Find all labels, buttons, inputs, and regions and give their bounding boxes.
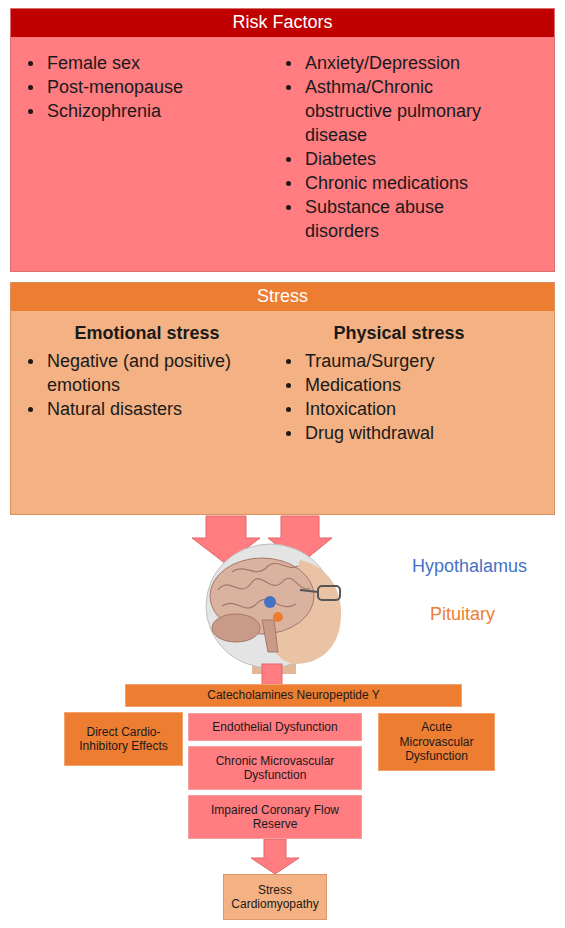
column-heading: Emotional stress xyxy=(25,321,269,345)
list-item: Medications xyxy=(283,373,515,397)
bullet-dot xyxy=(28,109,33,114)
list-item: Female sex xyxy=(25,51,257,75)
list-text: Post-menopause xyxy=(47,75,257,99)
box-label: Catecholamines Neuropeptide Y xyxy=(207,688,380,702)
list-item: Schizophrenia xyxy=(25,99,257,123)
anatomy-label: Pituitary xyxy=(430,604,495,626)
bullet-dot xyxy=(286,61,291,66)
bullet-dot xyxy=(286,407,291,412)
list-item: Anxiety/Depression xyxy=(283,51,515,75)
list-text: Intoxication xyxy=(305,397,515,421)
list-text: Schizophrenia xyxy=(47,99,257,123)
list-item: Chronic medications xyxy=(283,171,515,195)
list-item: Negative (and positive) emotions xyxy=(25,349,269,397)
box-label: Acute Microvascular Dysfunction xyxy=(385,720,488,763)
bullet-dot xyxy=(286,431,291,436)
column-heading: Physical stress xyxy=(283,321,515,345)
list-column: Female sexPost-menopauseSchizophrenia xyxy=(25,51,257,123)
list-text: Substance abuse disorders xyxy=(305,195,515,243)
list-text: Negative (and positive) emotions xyxy=(47,349,269,397)
list-text: Female sex xyxy=(47,51,257,75)
section-band: StressEmotional stressNegative (and posi… xyxy=(10,282,555,515)
list-column: Anxiety/DepressionAsthma/Chronic obstruc… xyxy=(283,51,515,243)
section-header: Risk Factors xyxy=(11,9,554,37)
effect-box: Direct Cardio-Inhibitory Effects xyxy=(64,712,183,766)
list-column: Emotional stressNegative (and positive) … xyxy=(25,321,269,421)
list-item: Drug withdrawal xyxy=(283,421,515,445)
outcome-box: Stress Cardiomyopathy xyxy=(223,874,327,920)
list-item: Trauma/Surgery xyxy=(283,349,515,373)
effect-box: Acute Microvascular Dysfunction xyxy=(378,713,495,771)
mechanism-box: Impaired Coronary Flow Reserve xyxy=(188,795,362,839)
box-label: Chronic Microvascular Dysfunction xyxy=(195,754,355,783)
bullet-dot xyxy=(28,359,33,364)
section-title: Risk Factors xyxy=(232,12,332,34)
box-label: Direct Cardio-Inhibitory Effects xyxy=(71,725,176,754)
section-header: Stress xyxy=(11,283,554,311)
bullet-dot xyxy=(286,359,291,364)
bullet-dot xyxy=(286,205,291,210)
list-item: Post-menopause xyxy=(25,75,257,99)
bullet-dot xyxy=(28,407,33,412)
bullet-dot xyxy=(28,85,33,90)
anatomy-label: Hypothalamus xyxy=(412,556,527,578)
list-text: Natural disasters xyxy=(47,397,269,421)
bullet-dot xyxy=(286,157,291,162)
mediator-box: Catecholamines Neuropeptide Y xyxy=(125,684,462,707)
list-text: Medications xyxy=(305,373,515,397)
head-illustration xyxy=(206,544,341,674)
list-text: Diabetes xyxy=(305,147,515,171)
list-item: Asthma/Chronic obstructive pulmonary dis… xyxy=(283,75,515,147)
list-column: Physical stressTrauma/SurgeryMedications… xyxy=(283,321,515,445)
list-text: Anxiety/Depression xyxy=(305,51,515,75)
box-label: Stress Cardiomyopathy xyxy=(230,883,320,912)
list-text: Asthma/Chronic obstructive pulmonary dis… xyxy=(305,75,515,147)
list-item: Diabetes xyxy=(283,147,515,171)
box-label: Endothelial Dysfunction xyxy=(212,720,337,734)
list-text: Chronic medications xyxy=(305,171,515,195)
bullet-dot xyxy=(286,181,291,186)
block-arrow xyxy=(251,839,299,874)
section-band: Risk FactorsFemale sexPost-menopauseSchi… xyxy=(10,8,555,272)
mechanism-box: Endothelial Dysfunction xyxy=(188,713,362,741)
connector-bar xyxy=(262,664,282,685)
bullet-dot xyxy=(286,85,291,90)
bullet-dot xyxy=(28,61,33,66)
list-item: Intoxication xyxy=(283,397,515,421)
bullet-dot xyxy=(286,383,291,388)
list-text: Trauma/Surgery xyxy=(305,349,515,373)
mechanism-box: Chronic Microvascular Dysfunction xyxy=(188,746,362,790)
box-label: Impaired Coronary Flow Reserve xyxy=(195,803,355,832)
list-item: Substance abuse disorders xyxy=(283,195,515,243)
list-text: Drug withdrawal xyxy=(305,421,515,445)
section-title: Stress xyxy=(257,286,308,308)
list-item: Natural disasters xyxy=(25,397,269,421)
